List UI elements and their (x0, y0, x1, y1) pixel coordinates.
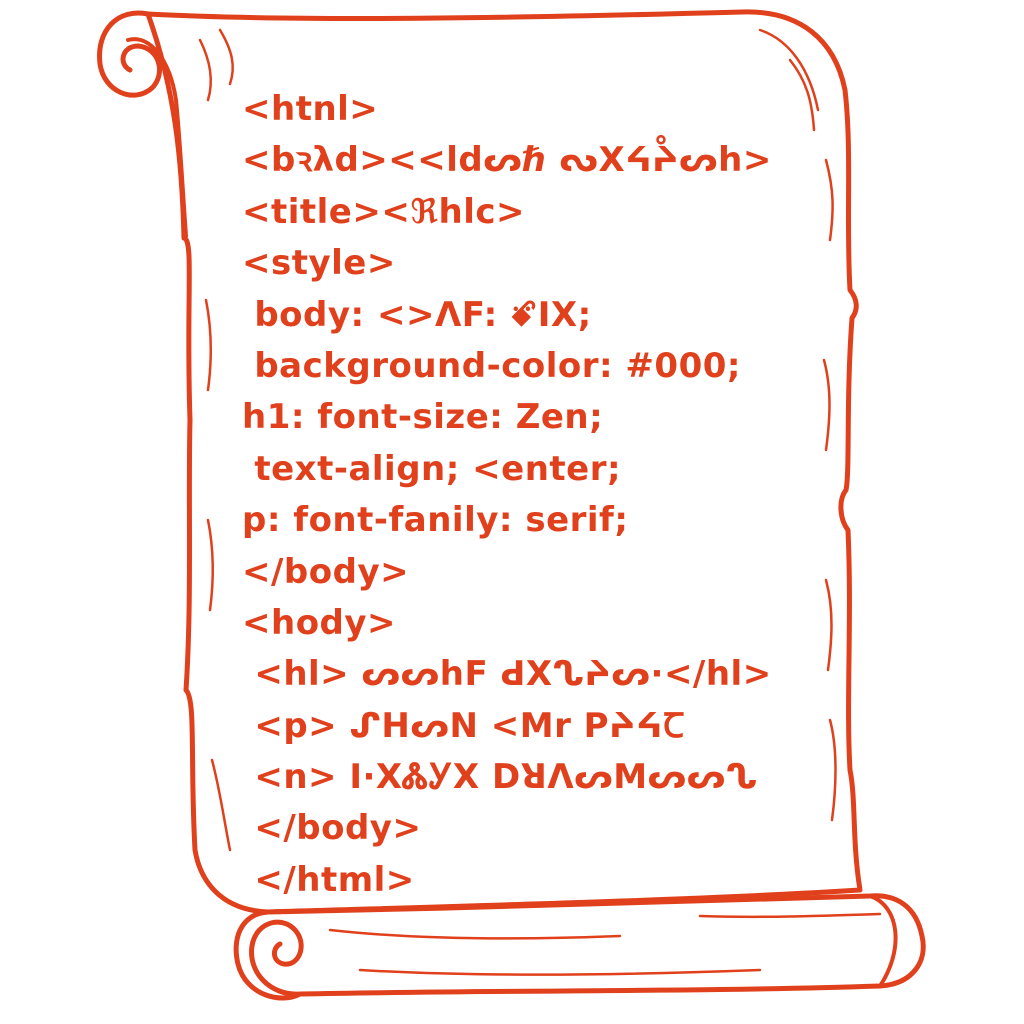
code-line: text-align; <enter; (242, 448, 622, 489)
code-line: <style> (242, 243, 396, 284)
scroll-sheet-outline (145, 9, 863, 915)
code-line: <hl> ᔕᔕhF ꓒXᔐᔨᔕ·</hl> (242, 654, 772, 695)
code-line: <htnl> (242, 89, 379, 129)
code-line: body: <>ΛF: ꗄΙX; (242, 294, 592, 335)
scroll-top-curl (97, 10, 162, 98)
code-line: </html> (242, 859, 415, 900)
code-line: </body> (242, 551, 410, 592)
scroll-bottom-end (249, 919, 304, 997)
code-line: <p> ᔑHᔕN <ꓟr ꓑᔨᔦꞆ (242, 705, 685, 746)
code-line: <hody> (242, 602, 397, 643)
code-line: <title><ℜhlc> (242, 191, 526, 232)
code-line: <n> Ι·XᏜᎩX ꓓꓤꓥᔕꓟᔕᔕᔐ (242, 757, 758, 798)
scroll-bottom-roll (233, 893, 926, 1001)
code-text-block: <htnl> <bꝛλd><<ldᔕℏ ᔓXᔦᔧᔕh> <title><ℜhlc> <… (242, 84, 802, 906)
code-line: p: font-fanily: serif; (242, 500, 629, 541)
code-line: <bꝛλd><<ldᔕℏ ᔓXᔦᔧᔕh> (242, 140, 772, 181)
code-line: background-color: #000; (242, 345, 741, 386)
scroll-hatching (198, 28, 882, 976)
scroll-bottom-inner (868, 894, 898, 988)
code-line: h1: font-size: Zen; (242, 397, 604, 438)
code-line: </body> (242, 808, 422, 849)
scroll-top-roll (126, 37, 188, 238)
